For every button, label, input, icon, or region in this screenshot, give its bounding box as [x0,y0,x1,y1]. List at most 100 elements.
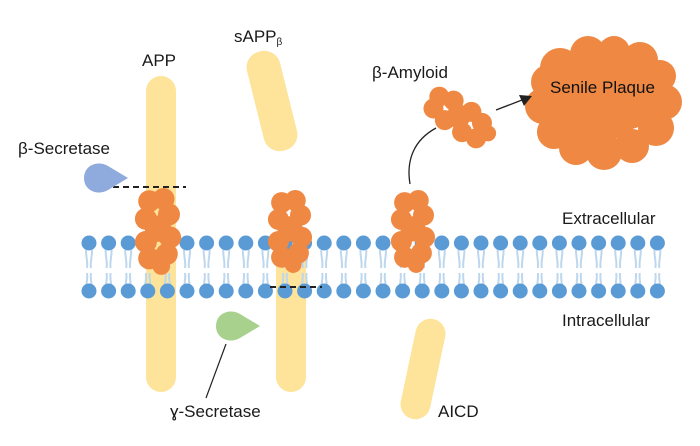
lipid-head [355,283,371,299]
lipid-head [120,283,136,299]
lipid-unit [551,235,567,299]
lipid-head [218,235,234,251]
lipid-head [140,283,156,299]
beta-secretase-enzyme-icon [84,163,128,193]
lipid-head [630,283,646,299]
lipid-head [179,235,195,251]
lipid-unit [81,235,97,299]
lipid-head [551,283,567,299]
lipid-unit [316,235,332,299]
lipid-head [199,235,215,251]
lipid-head [238,283,254,299]
lipid-unit [473,235,489,299]
overlay-annotations [84,95,532,399]
sapp-beta-label: sAPPβ [234,28,282,48]
lipid-unit [218,235,234,299]
lipid-head [512,283,528,299]
lipid-head [355,235,371,251]
lipid-head [493,283,509,299]
lipid-head [434,235,450,251]
lipid-head [453,283,469,299]
lipid-head [610,283,626,299]
amyloid-blob-app [134,188,182,275]
lipid-unit [571,235,587,299]
lipid-unit [355,235,371,299]
gamma-secretase-label: ɣ-Secretase [170,402,261,421]
lipid-head [473,235,489,251]
lipid-unit [453,235,469,299]
lipid-head [375,235,391,251]
lipid-unit [199,235,215,299]
beta-amyloid-fragment [416,77,505,158]
lipid-head [571,283,587,299]
lipid-unit [238,235,254,299]
lipid-head [316,235,332,251]
aicd-label: AICD [438,402,479,421]
extracellular-label: Extracellular [562,209,656,228]
amyloid-blob-cleaved [267,190,313,273]
lipid-head [159,283,175,299]
lipid-unit [493,235,509,299]
lipid-unit [512,235,528,299]
lipid-head [610,235,626,251]
aggregation-arrow-shaft [495,99,523,111]
lipid-unit [375,235,391,299]
sapp-label-main: sAPP [234,27,277,46]
lipid-head [277,283,293,299]
intracellular-label: Intracellular [562,311,650,330]
lipid-head [101,235,117,251]
amyloid-blobs [134,36,682,275]
lipid-head [512,235,528,251]
lipid-head [316,283,332,299]
lipid-head [453,235,469,251]
arrow-right-icon [519,95,532,106]
lipid-head [395,283,411,299]
lipid-head [199,283,215,299]
lipid-unit [179,235,195,299]
lipid-head [532,283,548,299]
lipid-head [218,283,234,299]
lipid-head [101,283,117,299]
lipid-head [630,235,646,251]
sapp-beta-fragment [246,50,298,152]
lipid-bilayer [81,235,665,299]
lipid-head [493,235,509,251]
app-label: APP [142,51,177,70]
lipid-unit [532,235,548,299]
lipid-unit [336,235,352,299]
lipid-head [297,283,313,299]
lipid-head [120,235,136,251]
gamma-secretase-enzyme-icon [216,311,260,341]
lipid-unit [120,235,136,299]
senile-plaque-cloud [525,36,682,170]
lipid-unit [434,235,450,299]
lipid-head [434,283,450,299]
lipid-head [257,283,273,299]
senile-plaque-label: Senile Plaque [550,78,655,97]
lipid-unit [257,235,273,299]
lipid-head [375,283,391,299]
lipid-unit [649,235,665,299]
lipid-unit [610,235,626,299]
sapp-label-subscript: β [276,37,283,48]
lipid-head [649,235,665,251]
lipid-unit [101,235,117,299]
lipid-head [649,283,665,299]
beta-amyloid-label: β-Amyloid [372,63,448,82]
lipid-head [532,235,548,251]
lipid-unit [630,235,646,299]
gamma-secretase-pointer [205,343,227,399]
beta-secretase-label: β-Secretase [18,139,110,158]
lipid-head [571,235,587,251]
lipid-head [591,235,607,251]
lipid-head [238,235,254,251]
lipid-unit [591,235,607,299]
amyloid-blob-released [390,190,436,273]
release-curve [408,127,437,185]
lipid-head [414,283,430,299]
lipid-head [179,283,195,299]
lipid-head [336,235,352,251]
aicd-fragment [400,318,446,420]
